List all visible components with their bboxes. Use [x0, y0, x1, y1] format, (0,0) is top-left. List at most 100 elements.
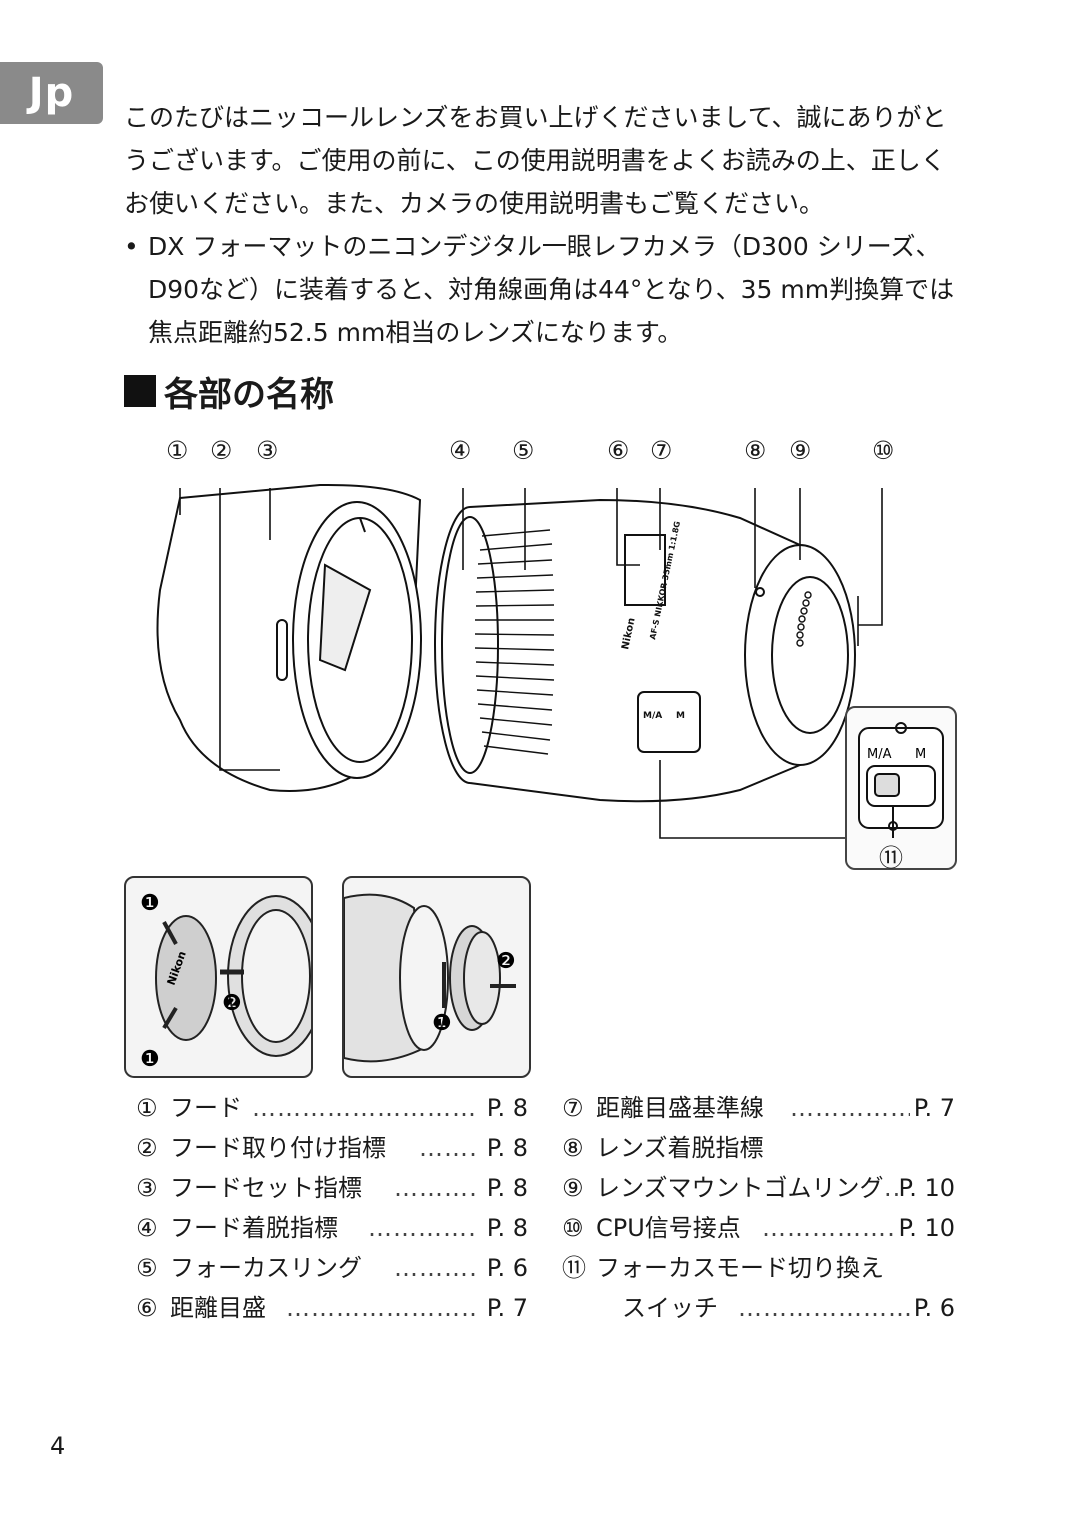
barrel-switch-m: M — [676, 711, 685, 721]
barrel-switch-ma: M/A — [643, 711, 662, 721]
leader-dots: ………………… — [394, 1174, 479, 1202]
legend-page: P. 6 — [913, 1294, 955, 1322]
front-step-2: ❷ — [222, 991, 242, 1016]
lens-mount-drawing — [744, 544, 856, 766]
callout-2: ② — [210, 436, 233, 465]
legend-label: フード取り付け指標 — [170, 1134, 386, 1162]
legend-number: ⑤ — [136, 1254, 158, 1282]
callout-5: ⑤ — [512, 436, 535, 465]
callout-7: ⑦ — [650, 436, 673, 465]
legend-item: ⑩ CPU信号接点 …………………………… P. 10 — [562, 1208, 955, 1248]
leader-dots: ………………………………………… — [286, 1294, 478, 1322]
legend-left: ① フード ……………………………………………… P. 8 ② フード取り付け指標 … — [136, 1088, 528, 1328]
legend-page: P. 8 — [486, 1214, 528, 1242]
legend-number: ④ — [136, 1214, 158, 1242]
rear-step-1: ❶ — [432, 1011, 452, 1036]
legend-page: P. 8 — [486, 1134, 528, 1162]
legend-label: フォーカスリング — [170, 1254, 362, 1282]
focus-ring-drawing — [474, 529, 555, 755]
legend-label: レンズ着脱指標 — [596, 1134, 764, 1162]
intro-paragraph: このたびはニッコールレンズをお買い上げくださいまして、誠にありがとうございます。… — [124, 103, 947, 218]
legend-number: ⑩ — [562, 1214, 584, 1242]
legend-right: ⑦ 距離目盛基準線 ………………………… P. 7 ⑧ レンズ着脱指標 ⑨ レンズマウ… — [562, 1088, 955, 1328]
leader-dots: ………………………… — [790, 1094, 910, 1122]
legend-label: フォーカスモード切り換え — [596, 1254, 884, 1282]
legend-number: ① — [136, 1094, 158, 1122]
leader-lines — [179, 488, 883, 839]
legend-label: スイッチ — [622, 1294, 718, 1322]
callout-10: ⑩ — [872, 436, 895, 465]
legend-item: ⑥ 距離目盛 ………………………………………… P. 7 — [136, 1288, 528, 1328]
rear-cap-drawing: ❷ ❶ — [344, 893, 516, 1063]
leader-dots: ……………………………………………… — [252, 1094, 477, 1122]
leader-dots: ……………… — [419, 1134, 479, 1162]
callout-6: ⑥ — [607, 436, 630, 465]
dx-format-note: • DX フォーマットのニコンデジタル一眼レフカメラ（D300 シリーズ、D90… — [124, 225, 964, 354]
leader-dots: …………………………… — [762, 1214, 894, 1242]
callout-8: ⑧ — [744, 436, 767, 465]
rear-cap-photo: ❷ ❶ — [342, 876, 531, 1078]
legend-page: P. 8 — [486, 1174, 528, 1202]
legend-number: ② — [136, 1134, 158, 1162]
legend-number: ⑪ — [562, 1254, 586, 1282]
legend-item: ② フード取り付け指標 ……………… P. 8 — [136, 1128, 528, 1168]
leader-dots: ………………………………… — [738, 1294, 910, 1322]
legend-item: ⑨ レンズマウントゴムリング .. P. 10 — [562, 1168, 955, 1208]
legend-item: ⑤ フォーカスリング ………………… P. 6 — [136, 1248, 528, 1288]
language-tab: Jp — [0, 62, 103, 124]
lens-hood-drawing — [156, 483, 422, 792]
legend-item: ⑧ レンズ着脱指標 — [562, 1128, 955, 1168]
legend-item: ① フード ……………………………………………… P. 8 — [136, 1088, 528, 1128]
legend-number: ⑦ — [562, 1094, 584, 1122]
legend-label: レンズマウントゴムリング — [596, 1174, 884, 1202]
legend-number: ⑨ — [562, 1174, 584, 1202]
lens-parts-diagram: Nikon AF-S NIKKOR 35mm 1:1.8G M/A M — [156, 483, 883, 839]
legend-page: P. 7 — [913, 1094, 955, 1122]
bullet-mark: • — [124, 232, 139, 261]
switch-label-m: M — [915, 747, 926, 762]
distance-scale-window — [624, 534, 666, 606]
legend-page: P. 8 — [486, 1094, 528, 1122]
leader-dots: ………………… — [394, 1254, 479, 1282]
legend-item: ③ フードセット指標 ………………… P. 8 — [136, 1168, 528, 1208]
leader-dots: ………………………… — [368, 1214, 478, 1242]
leader-dots: .. — [884, 1174, 898, 1202]
callout-4: ④ — [449, 436, 472, 465]
front-cap-drawing: Nikon ❶ ❷ ❶ — [140, 891, 311, 1072]
legend-page: P. 10 — [898, 1214, 955, 1242]
legend-label: 距離目盛基準線 — [596, 1094, 764, 1122]
legend-page: P. 6 — [486, 1254, 528, 1282]
legend-number: ③ — [136, 1174, 158, 1202]
legend-item: スイッチ ………………………………… P. 6 — [562, 1288, 955, 1328]
section-square-icon — [124, 375, 156, 407]
switch-label-ma: M/A — [867, 747, 892, 762]
rear-step-2: ❷ — [496, 949, 516, 974]
front-step-1-top: ❶ — [140, 891, 160, 916]
legend-label: フード着脱指標 — [170, 1214, 338, 1242]
legend-page: P. 7 — [486, 1294, 528, 1322]
callout-1: ① — [166, 436, 189, 465]
callout-11: ⑪ — [879, 844, 903, 872]
switch-inset-drawing: M/A M — [858, 722, 944, 838]
cpu-contacts-drawing — [796, 591, 812, 647]
barrel-switch-panel — [637, 691, 701, 753]
legend-item: ④ フード着脱指標 ………………………… P. 8 — [136, 1208, 528, 1248]
legend-label: CPU信号接点 — [596, 1214, 741, 1242]
section-title: 各部の名称 — [124, 366, 334, 416]
callout-9: ⑨ — [789, 436, 812, 465]
legend-label: フード — [170, 1094, 242, 1122]
front-cap-photo: Nikon ❶ ❷ ❶ — [124, 876, 313, 1078]
front-step-1-bottom: ❶ — [140, 1047, 160, 1072]
switch-inset: M/A M ⑪ — [845, 706, 957, 872]
legend-number: ⑥ — [136, 1294, 158, 1322]
legend-number: ⑧ — [562, 1134, 584, 1162]
legend-item: ⑦ 距離目盛基準線 ………………………… P. 7 — [562, 1088, 955, 1128]
callout-3: ③ — [256, 436, 279, 465]
legend-item: ⑪ フォーカスモード切り換え — [562, 1248, 955, 1288]
page-number: 4 — [50, 1432, 66, 1460]
section-title-text: 各部の名称 — [164, 374, 334, 415]
bullet-text: DX フォーマットのニコンデジタル一眼レフカメラ（D300 シリーズ、D90など… — [148, 232, 955, 347]
legend-label: 距離目盛 — [170, 1294, 266, 1322]
legend-page: P. 10 — [898, 1174, 955, 1202]
legend-label: フードセット指標 — [170, 1174, 362, 1202]
